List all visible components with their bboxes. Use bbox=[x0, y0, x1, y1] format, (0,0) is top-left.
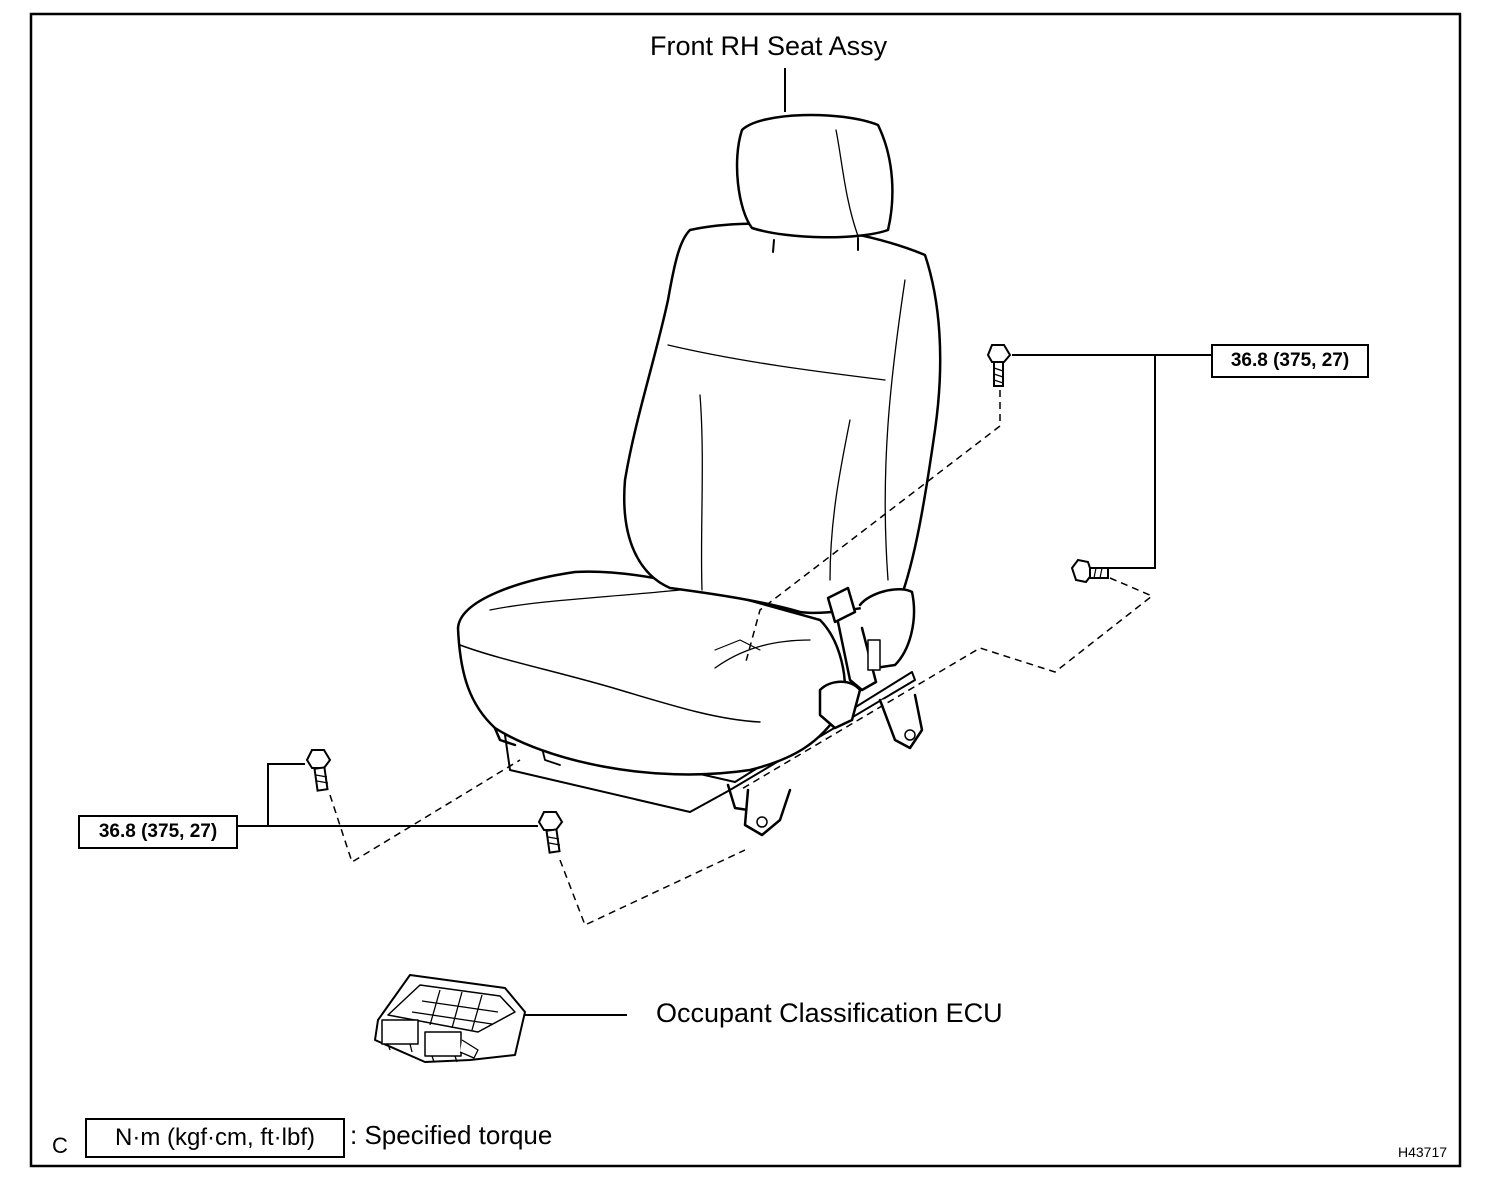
legend-unit-box: N·m (kgf·cm, ft·lbf) bbox=[85, 1118, 345, 1158]
ecu-label: Occupant Classification ECU bbox=[656, 998, 1003, 1028]
corner-letter: C bbox=[52, 1133, 68, 1158]
bolt-icon-right-top bbox=[986, 344, 1012, 387]
torque-callout-right: 36.8 (375, 27) bbox=[1211, 344, 1369, 378]
torque-callout-left: 36.8 (375, 27) bbox=[78, 815, 238, 849]
bolt-icon-left-top bbox=[305, 749, 332, 792]
ecu-illustration bbox=[374, 974, 526, 1063]
figure-id: H43717 bbox=[1398, 1144, 1448, 1160]
legend-description: : Specified torque bbox=[350, 1120, 553, 1150]
torque-leader-lines bbox=[236, 354, 1211, 827]
bolt-icon-left-bottom bbox=[537, 811, 564, 854]
seat-illustration bbox=[456, 113, 942, 837]
dashed-guide-lines bbox=[329, 390, 1154, 927]
bolt-icon-right-side bbox=[1070, 558, 1109, 584]
seat-assy-label: Front RH Seat Assy bbox=[650, 31, 888, 61]
figure-border bbox=[29, 12, 1462, 1168]
